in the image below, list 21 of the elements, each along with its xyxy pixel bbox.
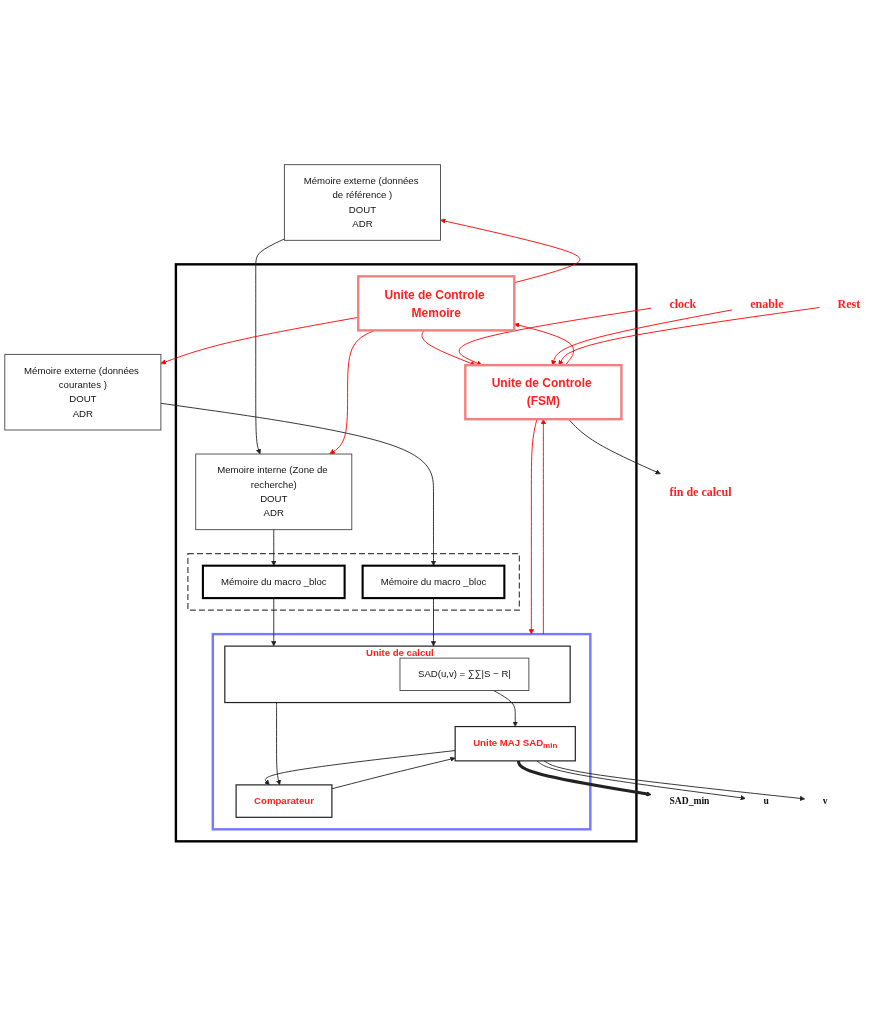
node-text: SAD_min: [669, 795, 710, 806]
cluster: [187, 553, 520, 611]
node-box: Mémoire du macro _bloc: [201, 564, 346, 600]
node-box: Unite MAJ SAD$_{min}$: [454, 725, 576, 762]
cluster: [211, 632, 592, 831]
node-text: clock: [669, 296, 697, 310]
node-text: fin de calcul: [669, 485, 732, 499]
node-box: Mémoire externe (données de référence ) DOUT ADR: [283, 164, 441, 241]
node-box: Unite de Controle (FSM): [464, 364, 623, 421]
node-text: u: [763, 795, 769, 806]
node-box: Comparateur: [235, 784, 333, 818]
node-box: Mémoire externe (données courantes ) DOUT ADR: [4, 353, 162, 431]
node-text: enable: [750, 296, 784, 310]
node-box: Memoire interne (Zone de recherche) DOUT ADR: [195, 453, 353, 531]
node-text: Rest: [837, 296, 861, 310]
cluster: [174, 263, 638, 843]
node-box: Mémoire du macro _bloc: [361, 564, 506, 600]
arrow: [516, 760, 652, 797]
node-box: SAD(u,v) = ∑∑|S − R|: [399, 657, 530, 691]
node-box: Unite de Controle Memoire: [357, 275, 516, 332]
node-text: v: [822, 795, 828, 806]
